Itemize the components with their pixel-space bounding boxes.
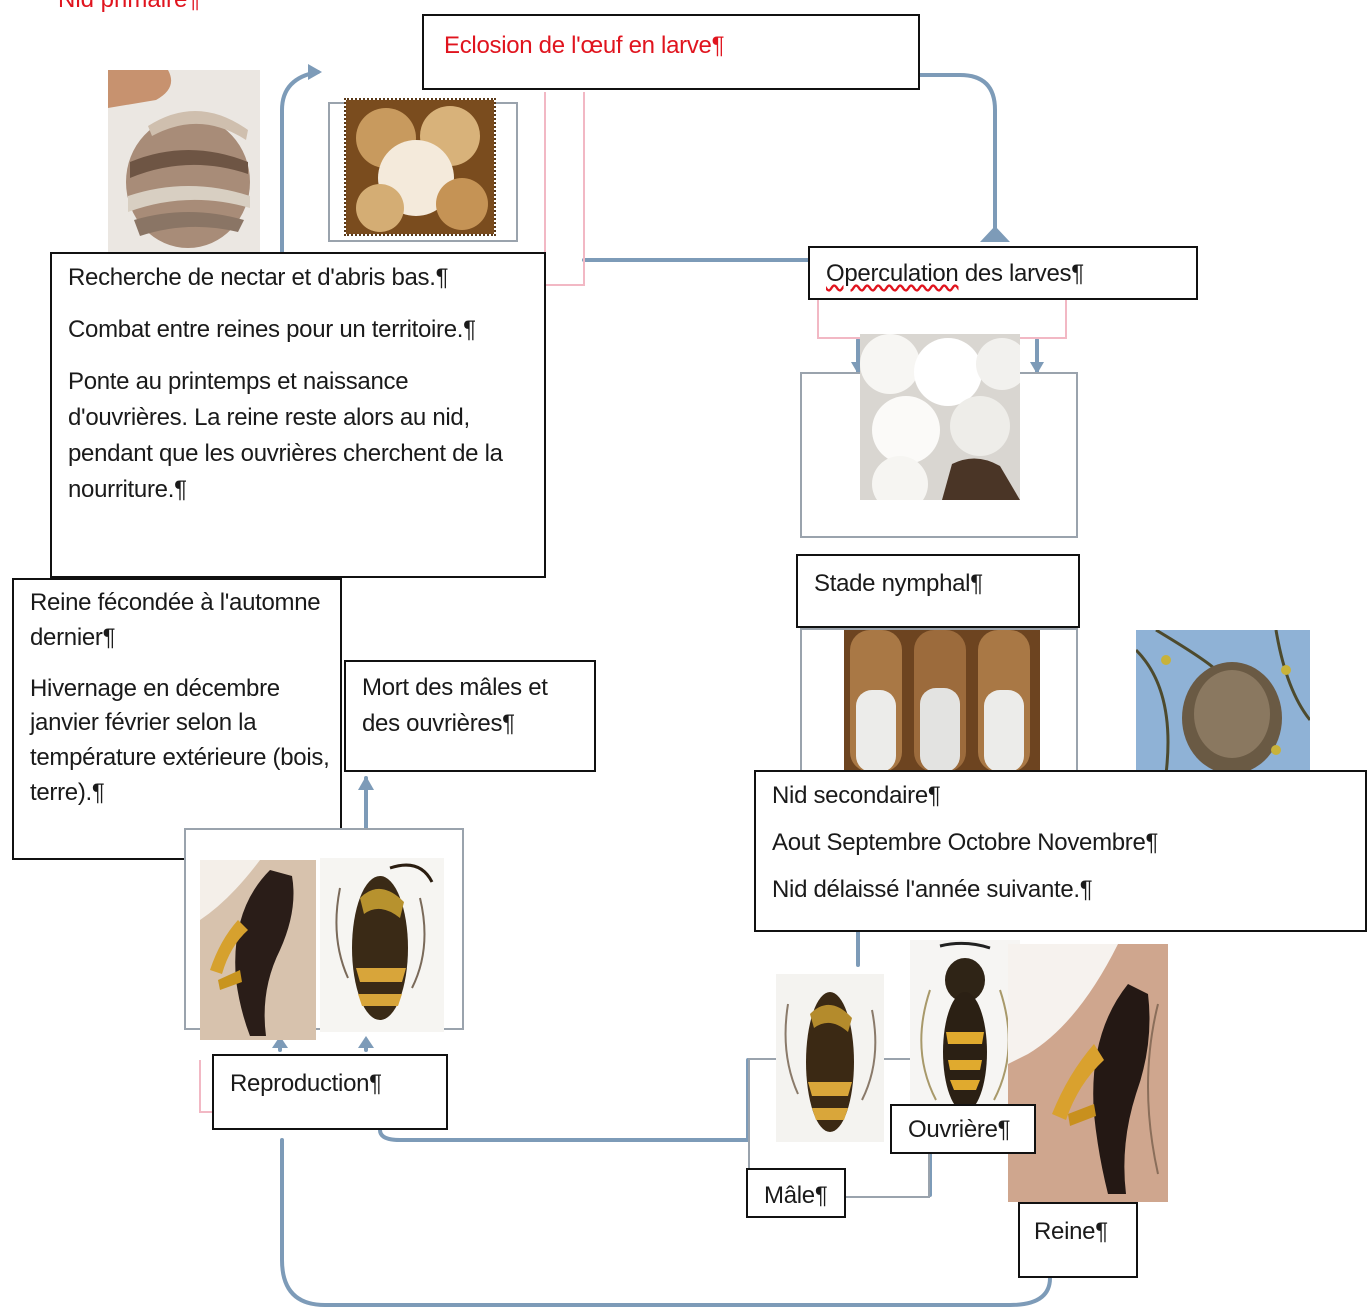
eggs-photo <box>344 98 496 236</box>
male-box: Mâle¶ <box>746 1168 846 1218</box>
nymph-stage-label: Stade nymphal¶ <box>814 570 983 597</box>
death-label: Mort des mâles et des ouvrières¶ <box>362 674 548 737</box>
reproduction-male-photo <box>320 858 444 1032</box>
hatching-box: Eclosion de l'œuf en larve¶ <box>422 14 920 90</box>
secondary-nest-box: Nid secondaire¶ Aout Septembre Octobre N… <box>754 770 1367 932</box>
operculation-rest: des larves¶ <box>958 260 1084 287</box>
operculation-word: Operculation <box>826 260 959 287</box>
spring-activities-box: Recherche de nectar et d'abris bas.¶ Com… <box>50 252 546 578</box>
queen-line-2: Hivernage en décembre janvier février se… <box>30 674 330 806</box>
nymph-stage-box: Stade nymphal¶ <box>796 554 1080 628</box>
secondary-line-1: Nid secondaire¶ <box>772 782 941 809</box>
worker-label: Ouvrière¶ <box>908 1116 1011 1143</box>
male-label: Mâle¶ <box>764 1182 828 1209</box>
queen-photo <box>1008 944 1168 1202</box>
worker-photo <box>910 940 1020 1120</box>
reproduction-label: Reproduction¶ <box>230 1070 382 1097</box>
queen-line-1: Reine fécondée à l'automne dernier¶ <box>30 589 321 651</box>
death-box: Mort des mâles et des ouvrières¶ <box>344 660 596 772</box>
queen-box: Reine¶ <box>1018 1202 1138 1278</box>
reproduction-queen-photo <box>200 860 316 1040</box>
secondary-nest-photo <box>1136 630 1310 774</box>
primary-nest-label: Nid primaire¶ <box>58 0 200 14</box>
worker-box: Ouvrière¶ <box>890 1104 1036 1154</box>
operculation-box: Operculation des larves¶ <box>808 246 1198 300</box>
queen-label: Reine¶ <box>1034 1218 1108 1245</box>
spring-line-2: Combat entre reines pour un territoire.¶ <box>68 316 476 343</box>
male-photo <box>776 974 884 1142</box>
reproduction-box: Reproduction¶ <box>212 1054 448 1130</box>
secondary-line-2: Aout Septembre Octobre Novembre¶ <box>772 829 1159 857</box>
queen-wintering-box: Reine fécondée à l'automne dernier¶ Hive… <box>12 578 342 860</box>
primary-nest-photo <box>108 70 260 252</box>
capped-cells-photo <box>860 334 1020 500</box>
secondary-line-3: Nid délaissé l'année suivante.¶ <box>772 876 1093 904</box>
nymph-photo <box>844 630 1040 772</box>
spring-line-1: Recherche de nectar et d'abris bas.¶ <box>68 264 449 291</box>
spring-line-3: Ponte au printemps et naissance d'ouvriè… <box>68 368 503 503</box>
hatching-label: Eclosion de l'œuf en larve¶ <box>444 32 725 59</box>
